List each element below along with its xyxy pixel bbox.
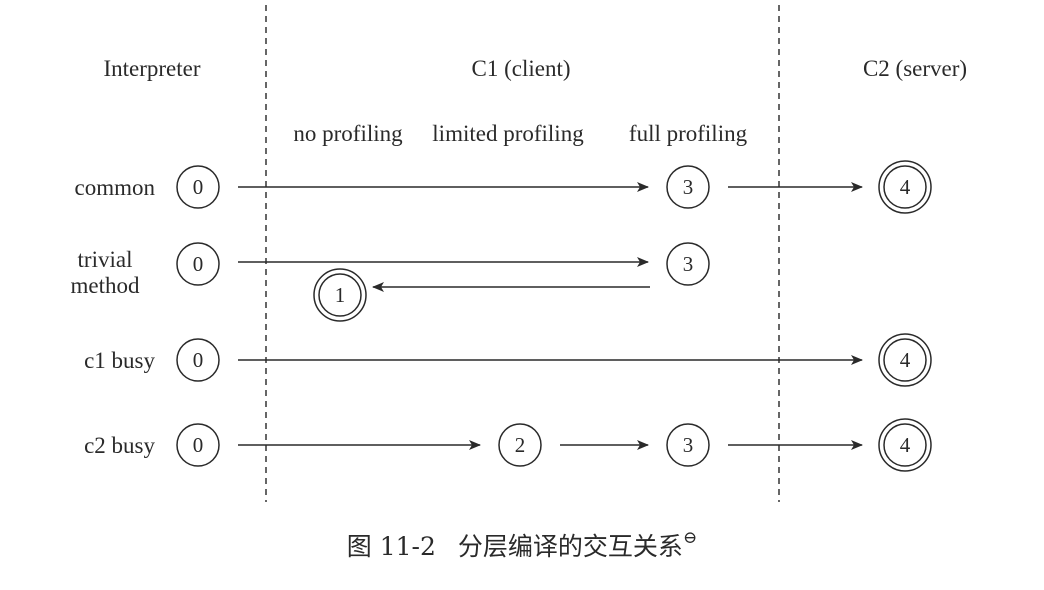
level-number: 0 [193, 175, 204, 199]
sub-header-no-profiling: no profiling [293, 121, 403, 146]
sub-header-full-profiling: full profiling [629, 121, 748, 146]
row-label: trivial [78, 247, 133, 272]
level-number: 0 [193, 252, 204, 276]
figure-caption: 图 11-2 分层编译的交互关系⊖ [347, 528, 697, 561]
row-label: common [75, 175, 156, 200]
level-number: 4 [900, 433, 911, 457]
state-node-level-3: 3 [666, 165, 710, 209]
row-common: common 0 3 4 [75, 160, 932, 214]
level-number: 4 [900, 348, 911, 372]
sub-header-limited-profiling: limited profiling [432, 121, 584, 146]
footnote-mark: ⊖ [683, 528, 697, 548]
level-number: 1 [335, 283, 346, 307]
state-node-level-3: 3 [666, 423, 710, 467]
final-state-node-level-4: 4 [878, 418, 932, 472]
final-state-node-level-4: 4 [878, 160, 932, 214]
level-number: 0 [193, 348, 204, 372]
final-state-node-level-4: 4 [878, 333, 932, 387]
state-node-level-0: 0 [176, 338, 220, 382]
level-number: 3 [683, 252, 694, 276]
state-node-level-0: 0 [176, 165, 220, 209]
column-header-c1: C1 (client) [472, 56, 571, 81]
level-number: 4 [900, 175, 911, 199]
final-state-node-level-1: 1 [313, 268, 367, 322]
row-label: method [71, 273, 140, 298]
level-number: 0 [193, 433, 204, 457]
row-label: c2 busy [84, 433, 155, 458]
state-node-level-0: 0 [176, 242, 220, 286]
state-node-level-0: 0 [176, 423, 220, 467]
row-label: c1 busy [84, 348, 155, 373]
state-node-level-2: 2 [498, 423, 542, 467]
level-number: 2 [515, 433, 526, 457]
figure-number: 图 11-2 [347, 532, 436, 561]
column-header-interpreter: Interpreter [103, 56, 200, 81]
level-number: 3 [683, 433, 694, 457]
row-c2-busy: c2 busy 0 2 3 4 [84, 418, 932, 472]
row-c1-busy: c1 busy 0 4 [84, 333, 932, 387]
state-node-level-3: 3 [666, 242, 710, 286]
figure-title: 分层编译的交互关系 [458, 532, 683, 561]
column-header-c2: C2 (server) [863, 56, 967, 81]
level-number: 3 [683, 175, 694, 199]
